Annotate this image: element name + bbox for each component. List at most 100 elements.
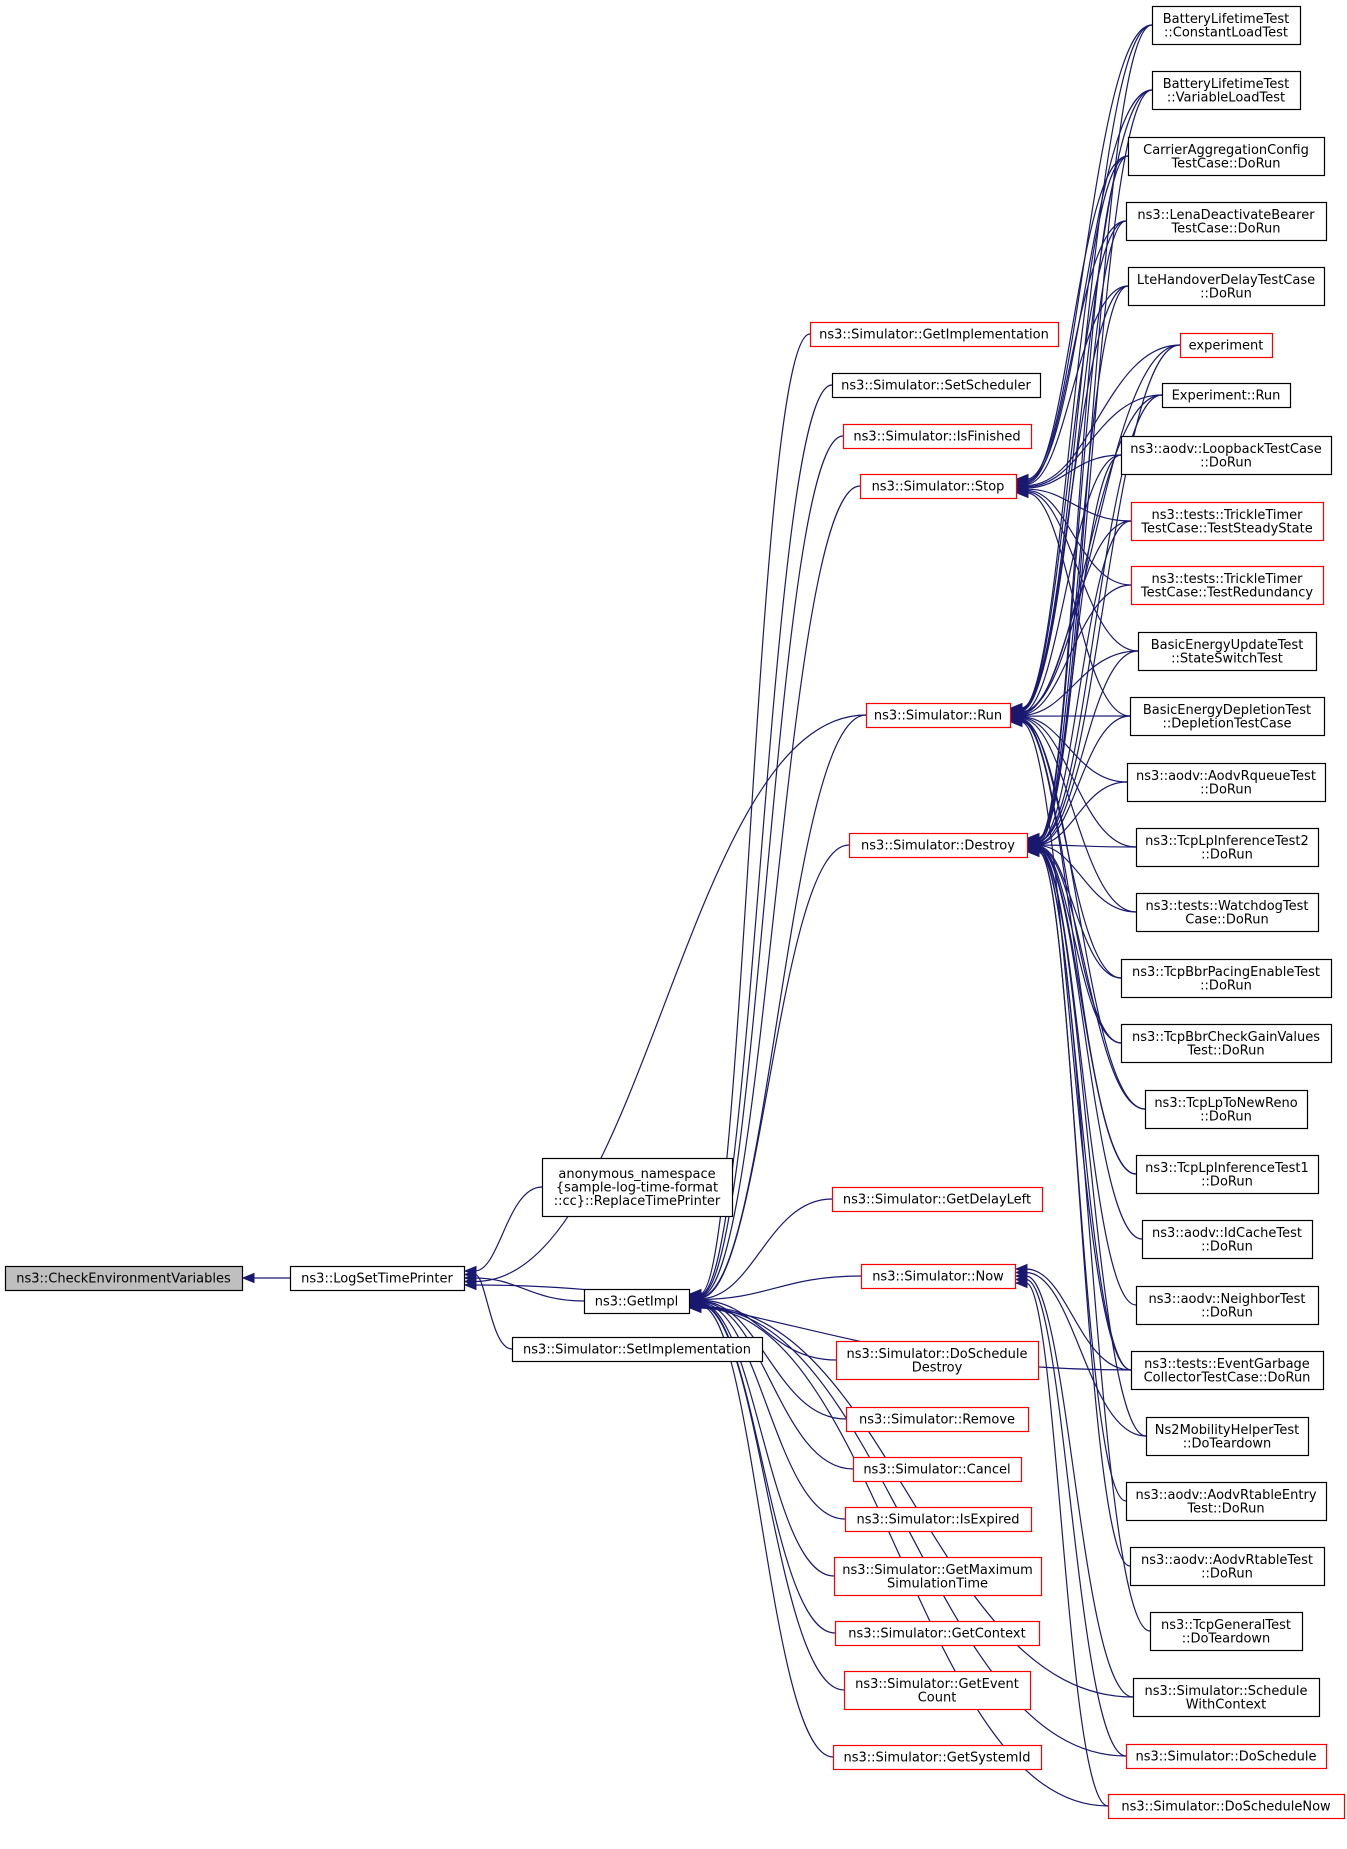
node-get-implementation[interactable]: ns3::Simulator::GetImplementation [809,321,1060,348]
node-do-schedule[interactable]: ns3::Simulator::DoSchedule [1125,1743,1328,1770]
call-edge [1037,846,1146,1110]
call-edge [699,1198,833,1300]
node-get-delay-left[interactable]: ns3::Simulator::GetDelayLeft [831,1186,1044,1213]
node-now[interactable]: ns3::Simulator::Now [860,1263,1017,1290]
call-edge [1037,155,1129,840]
node-get-context[interactable]: ns3::Simulator::GetContext [834,1620,1041,1647]
node-label: ns3::Simulator::GetContext [848,1627,1025,1642]
node-is-finished[interactable]: ns3::Simulator::IsFinished [842,423,1033,450]
node-label: ns3::Simulator::Remove [859,1413,1015,1428]
call-edge [1037,846,1122,1044]
call-edge [1025,1275,1134,1698]
call-edge [1037,844,1137,848]
node-box [1141,1219,1314,1260]
node-label: ::DoRun [1201,1566,1253,1581]
call-edge [699,435,844,1297]
node-destroy[interactable]: ns3::Simulator::Destroy [848,832,1029,859]
arrowhead [241,1272,255,1284]
node-box [833,1556,1043,1597]
call-edge [1037,344,1181,842]
node-box [1120,958,1333,999]
node-label: ::ConstantLoadTest [1164,25,1288,40]
node-box [1130,1350,1325,1391]
node-do-schedule-now[interactable]: ns3::Simulator::DoScheduleNow [1107,1793,1346,1820]
node-aodv-idcache: ns3::aodv::IdCacheTest::DoRun [1141,1219,1314,1260]
node-box [1125,1481,1328,1522]
node-box [583,1288,691,1315]
node-box [1129,696,1326,737]
node-box [852,1456,1023,1483]
node-experiment[interactable]: experiment [1179,332,1274,359]
node-ns2-mobility: Ns2MobilityHelperTest::DoTeardown [1145,1416,1310,1457]
node-box [1107,1793,1346,1820]
arrowhead [1014,1277,1028,1289]
node-label: TestCase::DoRun [1170,221,1280,236]
node-label: ns3::Simulator::IsFinished [853,430,1020,445]
node-box [511,1336,764,1363]
node-box [843,1670,1032,1711]
node-label: Test::DoRun [1186,1501,1264,1516]
node-label: ns3::aodv::AodvRtableTest [1141,1553,1313,1568]
node-trickle-redundancy[interactable]: ns3::tests::TrickleTimerTestCase::TestRe… [1130,565,1325,606]
node-label: ::DoRun [1201,1174,1253,1189]
node-get-system-id[interactable]: ns3::Simulator::GetSystemId [832,1744,1043,1771]
node-box [832,1744,1043,1771]
call-edge [1037,850,1131,1567]
call-edge [1026,285,1129,485]
call-edge [1020,721,1132,1371]
node-label: Experiment::Run [1172,389,1281,404]
call-edge [1025,1271,1147,1437]
node-box [844,1506,1033,1533]
call-edge [1037,847,1143,1240]
call-edge [1020,155,1129,711]
node-stop[interactable]: ns3::Simulator::Stop [859,473,1018,500]
node-box [1130,501,1325,542]
arrowhead [1026,846,1040,858]
call-edge [699,1303,836,1634]
call-edge [1037,844,1137,913]
node-label: ns3::Simulator::SetScheduler [841,379,1031,394]
call-edge [1020,285,1129,712]
node-remove[interactable]: ns3::Simulator::Remove [845,1406,1030,1433]
node-label: ::DoTeardown [1182,1631,1271,1646]
node-label: ::DoRun [1201,847,1253,862]
node-is-expired[interactable]: ns3::Simulator::IsExpired [844,1506,1033,1533]
node-basic-energy-depletion: BasicEnergyDepletionTest::DepletionTestC… [1129,696,1326,737]
node-box [1120,435,1333,476]
node-label: anonymous_namespace [558,1167,715,1182]
call-edge [1020,719,1122,1044]
node-label: Case::DoRun [1185,912,1268,927]
call-edge [1020,717,1137,913]
node-label: ns3::Simulator::GetImplementation [819,328,1049,343]
arrowhead [463,1279,477,1291]
node-get-impl: ns3::GetImpl [583,1288,691,1315]
node-box [1149,1611,1304,1652]
node-box [809,321,1060,348]
node-label: ns3::tests::TrickleTimer [1152,508,1304,523]
call-edge [699,1305,834,1758]
call-edge [1026,220,1127,484]
call-edge [1026,454,1122,489]
node-cancel[interactable]: ns3::Simulator::Cancel [852,1456,1023,1483]
node-box [1179,332,1274,359]
node-label: BasicEnergyDepletionTest [1143,703,1311,718]
call-edge [1020,716,1128,783]
node-label: ns3::TcpLpToNewReno [1154,1096,1297,1111]
node-trickle-steady[interactable]: ns3::tests::TrickleTimerTestCase::TestSt… [1130,501,1325,542]
node-box [1125,201,1328,242]
node-label: BasicEnergyUpdateTest [1151,638,1304,653]
node-label: ns3::aodv::IdCacheTest [1152,1226,1302,1241]
node-label: experiment [1189,339,1264,354]
call-edge [1026,155,1129,483]
node-label: ns3::Simulator::DoSchedule [846,1347,1027,1362]
node-run[interactable]: ns3::Simulator::Run [865,702,1012,729]
node-label: ::DoRun [1200,978,1252,993]
node-box [860,1263,1017,1290]
node-box [1135,892,1320,933]
node-box [1135,1285,1320,1326]
